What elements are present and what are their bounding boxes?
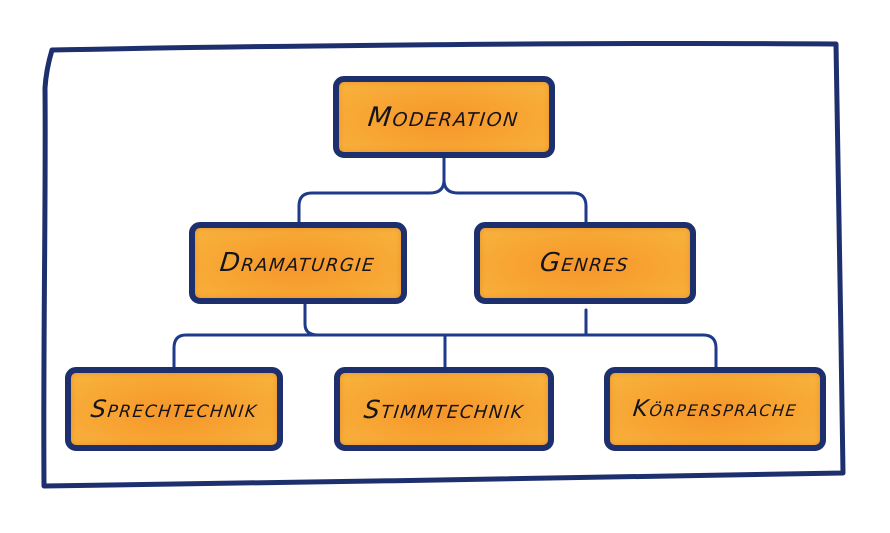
- node-genres: Genres: [474, 222, 696, 304]
- node-label-stimmtechnik: Stimmtechnik: [362, 394, 526, 424]
- node-moderation: Moderation: [333, 76, 555, 158]
- node-label-koerpersprache: Körpersprache: [631, 396, 799, 422]
- connector-moderation-to-level2: [297, 156, 588, 224]
- node-sprechtechnik: Sprechtechnik: [65, 367, 283, 451]
- node-label-moderation: Moderation: [366, 101, 522, 133]
- node-label-dramaturgie: Dramaturgie: [218, 248, 378, 278]
- node-koerpersprache: Körpersprache: [604, 367, 826, 451]
- node-stimmtechnik: Stimmtechnik: [334, 367, 554, 451]
- connector-level2-to-level3: [172, 302, 718, 369]
- outer-frame: [41, 40, 846, 489]
- node-label-sprechtechnik: Sprechtechnik: [89, 395, 259, 423]
- node-label-genres: Genres: [538, 248, 632, 278]
- node-dramaturgie: Dramaturgie: [189, 222, 407, 304]
